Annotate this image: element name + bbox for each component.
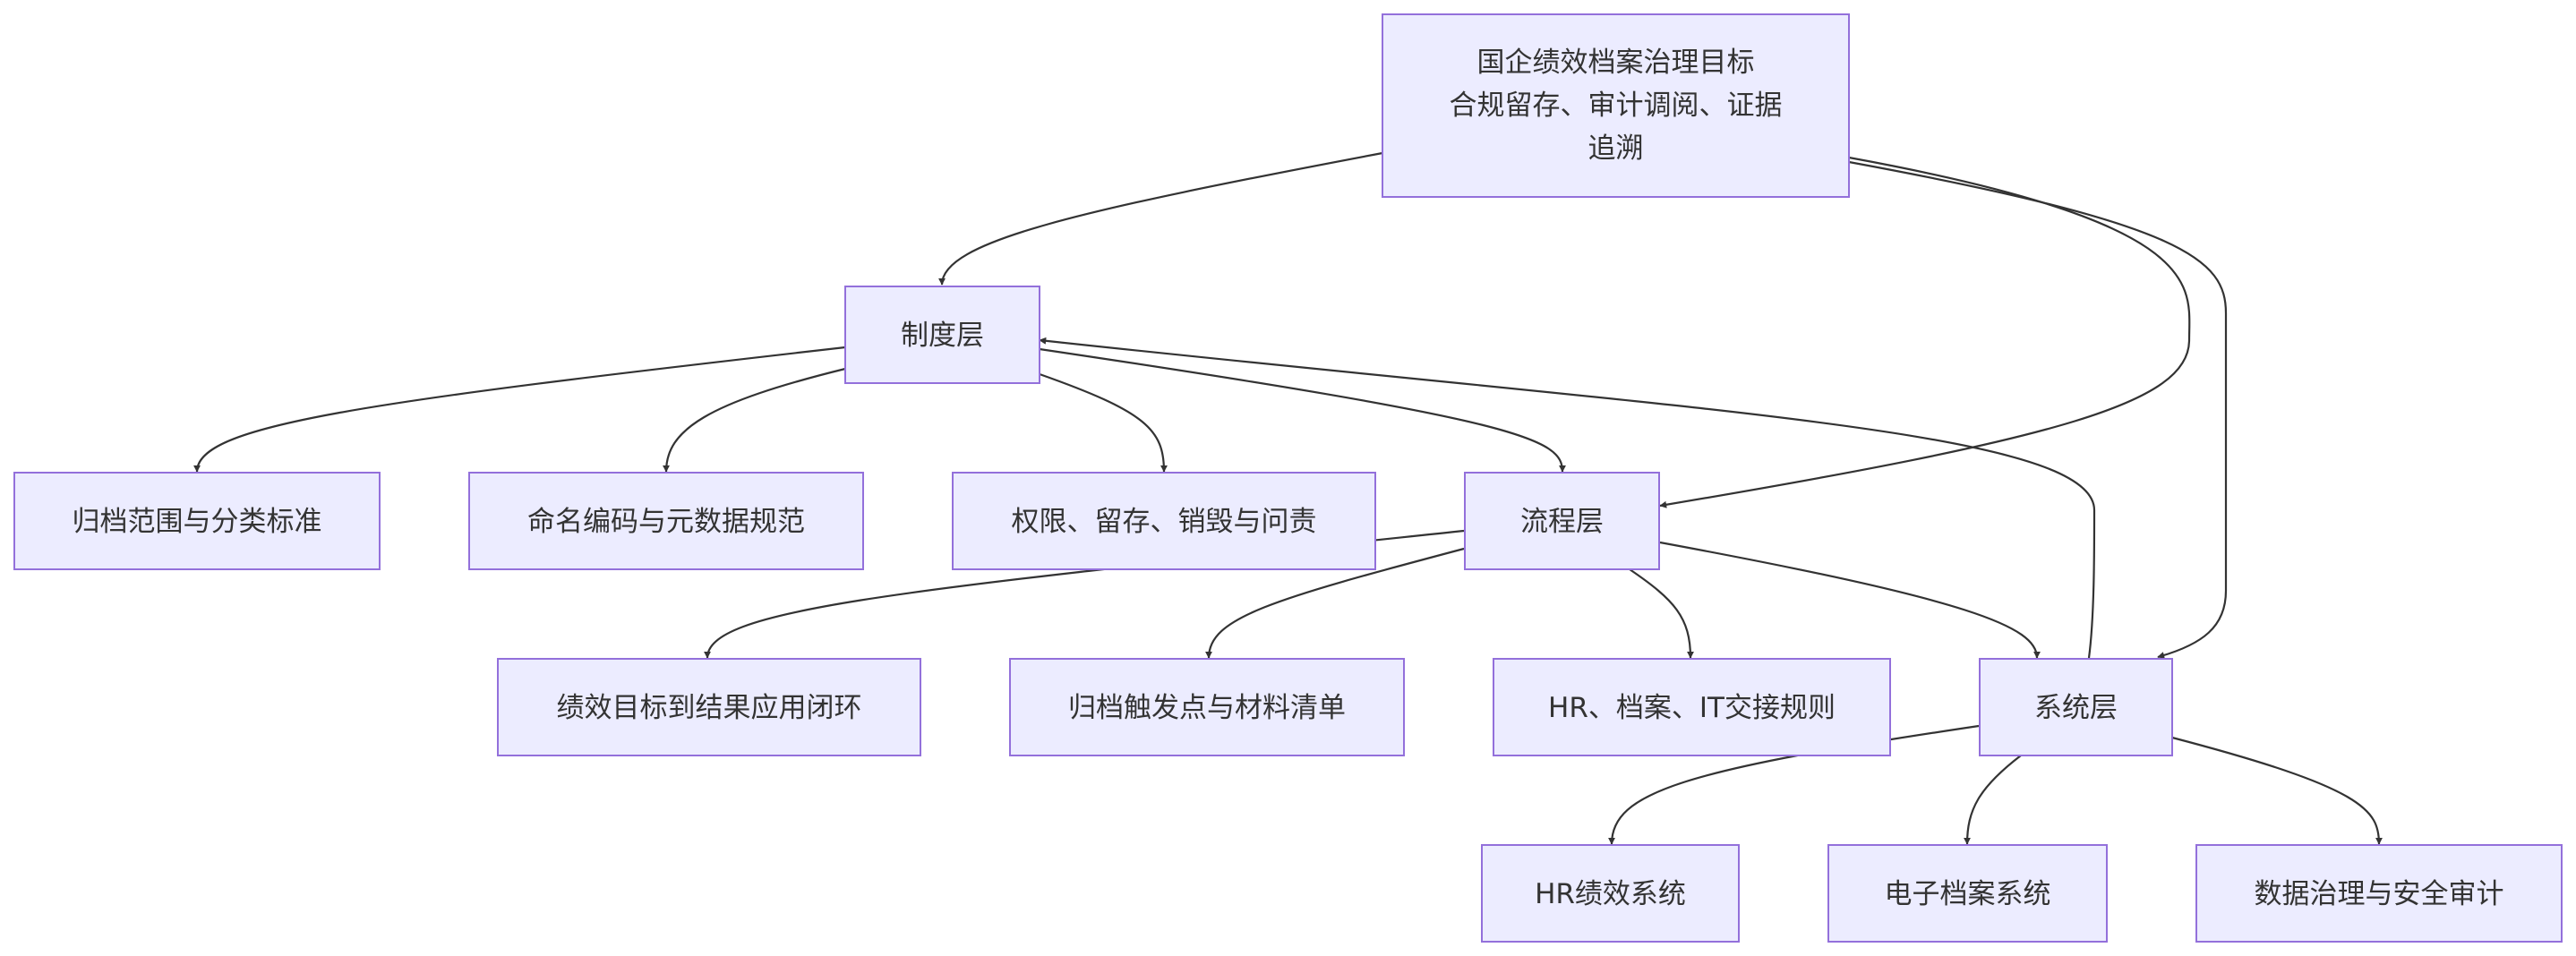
edge-policy-to-scope	[193, 346, 846, 473]
node-naming: 命名编码与元数据规范	[468, 472, 864, 570]
node-system-layer-label: 系统层	[2034, 692, 2118, 724]
node-data-gov-label: 数据治理与安全审计	[2255, 878, 2504, 910]
node-goal-line-2: 合规留存、审计调阅、证据	[1450, 90, 1783, 122]
edge-policy-to-rights	[1039, 372, 1168, 473]
edge-goal-to-system	[1848, 160, 2228, 659]
edge-system-to-policy	[1039, 337, 2096, 659]
edge-goal-to-process	[1659, 156, 2191, 508]
node-e-archive-label: 电子档案系统	[1885, 878, 2051, 910]
node-naming-label: 命名编码与元数据规范	[527, 506, 805, 538]
node-goal-line-3: 追溯	[1588, 132, 1644, 165]
node-trigger: 归档触发点与材料清单	[1009, 658, 1405, 756]
edge-process-to-handover	[1629, 568, 1694, 659]
node-trigger-label: 归档触发点与材料清单	[1068, 692, 1346, 724]
node-hr-system: HR绩效系统	[1481, 844, 1740, 943]
edge-goal-to-policy	[938, 151, 1383, 286]
edge-system-to-e-archive	[1964, 755, 2022, 845]
edge-process-to-trigger	[1205, 547, 1465, 659]
node-scope: 归档范围与分类标准	[13, 472, 381, 570]
node-policy-layer: 制度层	[844, 286, 1040, 384]
node-system-layer: 系统层	[1979, 658, 2173, 756]
node-closed-loop-label: 绩效目标到结果应用闭环	[557, 692, 862, 724]
node-hr-system-label: HR绩效系统	[1535, 878, 1686, 910]
edge-policy-to-naming	[663, 367, 846, 473]
node-scope-label: 归档范围与分类标准	[73, 506, 322, 538]
node-rights: 权限、留存、销毁与问责	[952, 472, 1376, 570]
node-data-gov: 数据治理与安全审计	[2195, 844, 2563, 943]
node-goal: 国企绩效档案治理目标 合规留存、审计调阅、证据 追溯	[1382, 13, 1850, 198]
node-closed-loop: 绩效目标到结果应用闭环	[497, 658, 921, 756]
node-handover-label: HR、档案、IT交接规则	[1548, 692, 1836, 724]
node-process-layer: 流程层	[1464, 472, 1660, 570]
edge-policy-to-process	[1039, 347, 1566, 473]
node-rights-label: 权限、留存、销毁与问责	[1012, 506, 1317, 538]
node-handover: HR、档案、IT交接规则	[1493, 658, 1891, 756]
node-process-layer-label: 流程层	[1520, 506, 1604, 538]
edge-system-to-data-gov	[2171, 736, 2383, 845]
node-goal-line-1: 国企绩效档案治理目标	[1477, 47, 1755, 79]
node-e-archive: 电子档案系统	[1827, 844, 2108, 943]
node-policy-layer-label: 制度层	[901, 320, 984, 352]
edge-process-to-system	[1659, 541, 2041, 659]
